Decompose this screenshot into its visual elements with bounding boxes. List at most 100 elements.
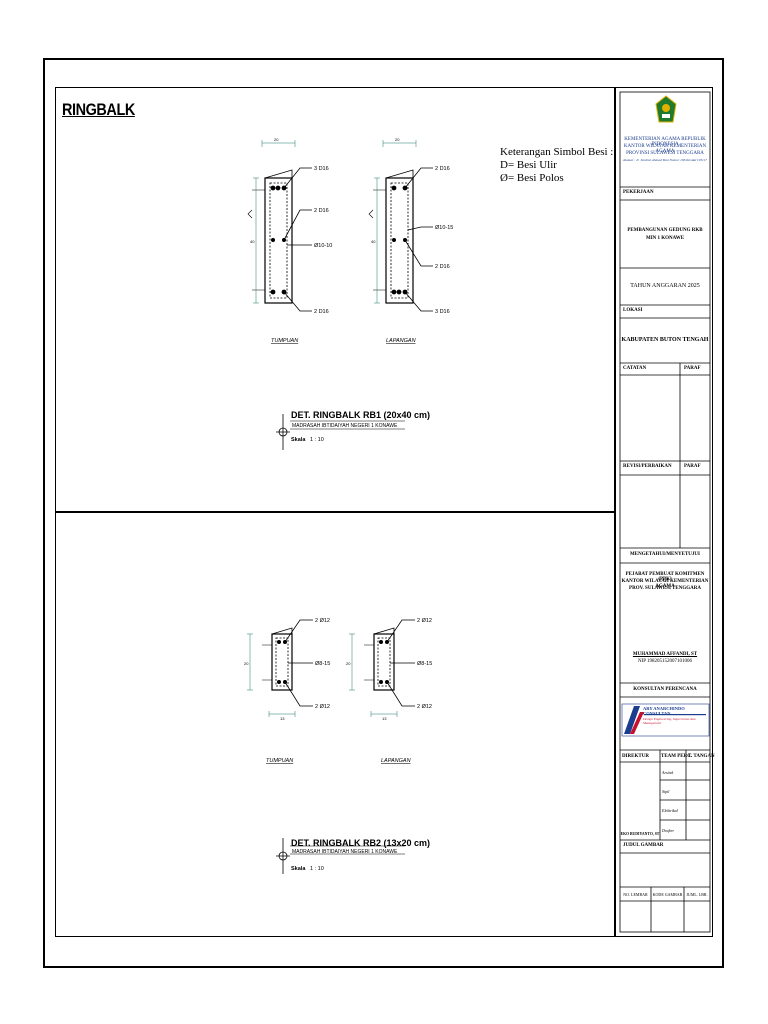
konsultan-tagline: Design Engineering, Supervision dan Mana… — [643, 717, 696, 725]
rebar-dot — [378, 640, 383, 645]
rb1-lapangan-stirrup — [390, 182, 409, 299]
rb2-lapangan-caption: LAPANGAN — [381, 758, 411, 764]
team-label: TEAM PERC. — [661, 754, 693, 759]
rb1-tumpuan-dim-height: 40 — [250, 239, 255, 244]
rb1-tumpuan-caption: TUMPUAN — [271, 338, 298, 344]
rb1-lapangan-bottom-label: 3 D16 — [435, 309, 450, 315]
agency-line-2: KANTOR WILAYAH KEMENTERIAN AGAMA — [623, 144, 707, 154]
rb1-lapangan-top-label: 2 D16 — [435, 166, 450, 172]
rb2-tumpuan-outline — [271, 633, 293, 691]
section-divider — [55, 511, 615, 513]
legend-heading: Keterangan Simbol Besi : — [500, 146, 614, 158]
pekerjaan-value-1: PEMBANGUNAN GEDUNG RKB — [627, 228, 703, 233]
mengetahui-label: MENGETAHUI/MENYETUJUI — [630, 552, 700, 557]
konsultan-label: KONSULTAN PERENCANA — [633, 687, 697, 692]
direktur-name: EKO BUDIYANTO, ST — [620, 832, 660, 836]
ppk-name: MUHAMMAD AFFANDI, ST — [632, 652, 698, 657]
jumlah-lembar-label: JUML. LBR. — [686, 892, 708, 897]
ppk-nip: NIP 198205152007101006 — [637, 659, 693, 664]
team-role: Drafter — [662, 828, 674, 833]
ppk-line-2: KANTOR WILAYAH KEMENTERIAN AGAMA — [621, 579, 709, 589]
catatan-label: CATATAN — [623, 366, 647, 371]
rebar-dot — [276, 680, 281, 685]
ministry-logo — [655, 95, 677, 123]
rb1-scale-value: 1 : 10 — [310, 437, 324, 443]
rb2-lapangan-dim-width: 13 — [382, 716, 387, 721]
rb1-lapangan-dim-width: 20 — [395, 137, 400, 142]
rb1-tumpuan-top-label: 3 D16 — [314, 166, 329, 172]
revisi-label: REVISI/PERBAIKAN — [623, 464, 672, 469]
lokasi-label: LOKASI — [623, 308, 643, 313]
rb1-lapangan-dim-height: 40 — [371, 239, 376, 244]
paraf2-label: PARAF — [684, 464, 701, 469]
rb2-detail-subtitle: MADRASAH IBTIDAIYAH NEGERI 1 KONAWE — [292, 849, 398, 855]
rebar-dot — [276, 640, 281, 645]
rb1-lapangan-outline — [385, 177, 414, 304]
rb1-tumpuan-mid-label: 2 D16 — [314, 208, 329, 214]
rb2-tumpuan-section — [247, 619, 313, 717]
team-role: Elektrikal — [662, 808, 678, 813]
rb2-detail-marker — [276, 838, 405, 874]
pekerjaan-value-2: MIN 1 KONAWE — [645, 236, 685, 241]
rb1-detail-title: DET. RINGBALK RB1 (20x40 cm) — [291, 410, 430, 420]
rb1-tumpuan-bottom-label: 2 D16 — [314, 309, 329, 315]
ppk-line-3: PROV. SULAWESI TENGGARA — [629, 586, 701, 591]
rb1-lapangan-section — [368, 140, 433, 312]
rb2-lapangan-outline — [373, 633, 395, 691]
agency-line-3: PROVINSI SULAWESI TENGGARA — [626, 151, 704, 156]
rb2-tumpuan-bottom-label: 2 Ø12 — [315, 704, 330, 710]
rb1-tumpuan-section — [247, 140, 312, 312]
legend-line-deformed: D= Besi Ulir — [500, 159, 557, 171]
legend-line-plain: Ø= Besi Polos — [500, 172, 564, 184]
drawing-outer-frame — [43, 58, 724, 968]
page-title: RINGBALK — [62, 100, 135, 119]
rb2-tumpuan-stirrup — [275, 637, 289, 687]
rebar-symbol-legend: Keterangan Simbol Besi : D= Besi Ulir Ø=… — [500, 146, 613, 185]
ttangan-label: T. TANGAN — [688, 754, 715, 759]
rb1-tumpuan-stirrup — [269, 182, 288, 299]
rebar-dot — [270, 185, 276, 191]
rb1-scale-label: Skala — [291, 437, 306, 443]
team-role: Arsitek — [662, 770, 674, 775]
rb2-lapangan-stirrup-label: Ø8-15 — [417, 661, 432, 667]
rebar-dot — [396, 289, 402, 295]
rb1-tumpuan-dim-width: 20 — [274, 137, 279, 142]
rb1-lapangan-stirrup-label: Ø10-15 — [435, 225, 453, 231]
consultant-banner — [621, 703, 710, 737]
konsultan-name: ARY ANARCHINDO CONSULTAN — [643, 706, 685, 716]
team-role: Sipil — [662, 789, 670, 794]
rebar-dot — [270, 289, 276, 295]
rb2-lapangan-bottom-label: 2 Ø12 — [417, 704, 432, 710]
rebar-dot — [378, 680, 383, 685]
rb2-lapangan-section — [349, 619, 415, 717]
paraf-label: PARAF — [684, 366, 701, 371]
rebar-dot — [275, 185, 281, 191]
rb1-detail-marker — [276, 414, 405, 450]
rb2-detail-title: DET. RINGBALK RB2 (13x20 cm) — [291, 838, 430, 848]
rebar-dot — [391, 237, 396, 242]
rb2-scale-value: 1 : 10 — [310, 866, 324, 872]
rb2-lapangan-stirrup — [377, 637, 391, 687]
rb1-lapangan-caption: LAPANGAN — [386, 338, 416, 344]
rb2-tumpuan-stirrup-label: Ø8-15 — [315, 661, 330, 667]
rb2-tumpuan-dim-width: 13 — [280, 716, 285, 721]
rebar-dot — [270, 237, 275, 242]
direktur-label: DIREKTUR — [622, 754, 649, 759]
ppk-line-1: PEJABAT PEMBUAT KOMITMEN (PPK) — [625, 572, 705, 582]
no-lembar-label: NO. LEMBAR — [623, 892, 648, 897]
rebar-dot — [391, 289, 397, 295]
rb2-tumpuan-top-label: 2 Ø12 — [315, 618, 330, 624]
rb1-lapangan-mid-label: 2 D16 — [435, 264, 450, 270]
tahun-anggaran: TAHUN ANGGARAN 2025 — [630, 283, 700, 289]
title-block-grid — [619, 91, 711, 933]
rb2-tumpuan-dim-height: 20 — [244, 661, 249, 666]
rb2-scale-label: Skala — [291, 866, 306, 872]
agency-line-1: KEMENTERIAN AGAMA REPUBLIK INDONESIA — [624, 137, 706, 147]
lokasi-value: KABUPATEN BUTON TENGAH — [621, 337, 709, 343]
kode-gambar-label: KODE GAMBAR — [652, 892, 683, 897]
rb2-lapangan-top-label: 2 Ø12 — [417, 618, 432, 624]
rebar-dot — [391, 185, 397, 191]
rb1-tumpuan-outline — [264, 177, 293, 304]
agency-address: Alamat : Jl. Jendral Ahmad Yani Nomor 10… — [622, 158, 708, 162]
